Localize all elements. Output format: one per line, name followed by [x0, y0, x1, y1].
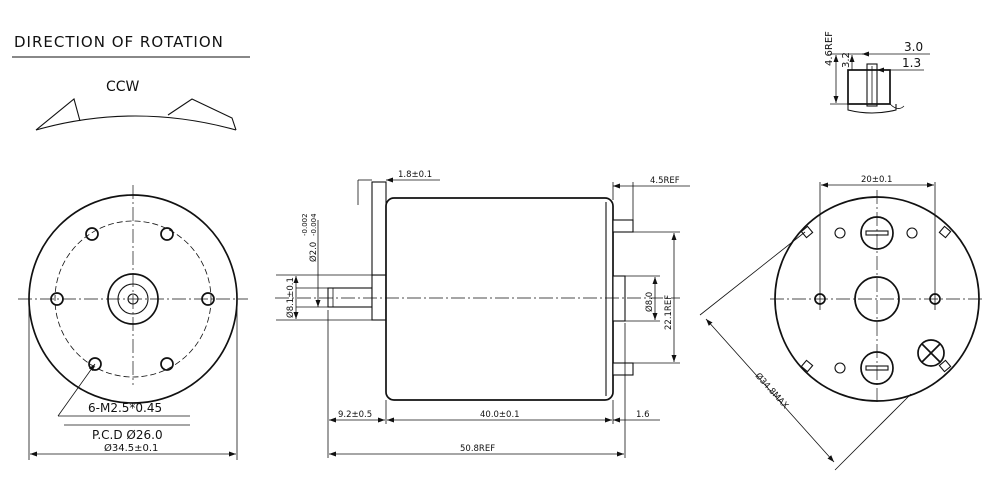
- detail-terminal-slot: [866, 63, 878, 107]
- side-overall-len-label: 50.8REF: [460, 444, 495, 454]
- rear-hole: [814, 293, 826, 305]
- rear-terminal-bottom: [860, 351, 894, 385]
- mount-hole: [201, 292, 215, 306]
- rear-max-dia-dim: [705, 318, 835, 463]
- front-pcd-label: P.C.D Ø26.0: [92, 428, 163, 442]
- rear-hole-span-label: 20±0.1: [861, 175, 892, 185]
- rear-max-dia-ext2: [834, 393, 912, 471]
- side-body-len-label: 40.0±0.1: [480, 410, 520, 420]
- side-shaft-len-label: 9.2±0.5: [338, 410, 372, 420]
- detail-width-label: 3.0: [904, 40, 923, 54]
- side-front-boss: [371, 274, 387, 321]
- rear-max-dia-label: Ø34.8MAX: [753, 371, 791, 412]
- detail-height-label: 3.2: [841, 52, 852, 68]
- side-terminal-ref-label: 4.5REF: [650, 176, 680, 186]
- rear-notch: [938, 225, 952, 239]
- side-shaft-tol-lower: -0.004: [310, 213, 318, 236]
- rear-terminal-top: [860, 216, 894, 250]
- rear-notch: [938, 359, 952, 373]
- rear-small-hole: [834, 362, 846, 374]
- rear-center-boss: [854, 276, 900, 322]
- rotation-arc: [35, 115, 237, 131]
- rotation-arrow-right-icon: [167, 98, 237, 131]
- rear-max-dia-ext1: [699, 231, 806, 316]
- rear-screw-slot: [921, 343, 941, 363]
- front-shaft: [127, 293, 139, 305]
- front-holes-label: 6-M2.5*0.45: [88, 401, 162, 415]
- side-rear-len-label: 1.6: [636, 410, 650, 420]
- rear-view: 20±0.1 Ø34.8MAX: [699, 175, 985, 471]
- detail-base: [847, 104, 897, 114]
- side-body: [385, 197, 614, 401]
- side-shaft-tol-upper: -0.002: [301, 213, 309, 236]
- mount-hole: [50, 292, 64, 306]
- mount-hole: [85, 227, 99, 241]
- side-rear-boss: [612, 275, 626, 322]
- side-flange-plate: [371, 181, 387, 276]
- detail-slot-label: 1.3: [902, 56, 921, 70]
- side-shaft-dia-prefix: Ø2.0: [308, 242, 319, 262]
- side-terminal-bottom: [612, 362, 634, 376]
- detail-height-ref-label: 4.6REF: [824, 31, 835, 66]
- terminal-detail: 4.6REF 3.2 3.0 1.3: [824, 31, 930, 114]
- side-view: 1.8±0.1 4.5REF Ø2.0 -0.002 -0.004 Ø8.1±0…: [275, 170, 690, 458]
- side-boss-label: Ø8.1±0.1: [285, 277, 296, 318]
- front-view: 6-M2.5*0.45 P.C.D Ø26.0 Ø34.5±0.1: [18, 185, 248, 460]
- rear-small-hole: [834, 227, 846, 239]
- holes-leader: [57, 363, 96, 417]
- rear-hole: [929, 293, 941, 305]
- rotation-direction-block: DIRECTION OF ROTATION CCW: [12, 33, 250, 131]
- detail-terminal-body: [847, 69, 891, 105]
- front-diameter-label: Ø34.5±0.1: [104, 442, 158, 454]
- mount-hole: [160, 357, 174, 371]
- front-boss-inner: [117, 283, 149, 315]
- side-terminal-top: [612, 219, 634, 233]
- side-terminal-span-label: 22.1REF: [664, 295, 674, 330]
- front-mount-holes: [50, 227, 215, 371]
- rear-terminal-slot: [865, 365, 889, 371]
- side-flange-label: 1.8±0.1: [398, 170, 432, 180]
- rear-terminal-slot: [865, 230, 889, 236]
- rotation-arrow-left-icon: [35, 98, 81, 131]
- front-boss-outer: [107, 273, 159, 325]
- rear-small-hole: [906, 227, 918, 239]
- rotation-heading: DIRECTION OF ROTATION: [14, 33, 224, 51]
- rear-notch: [800, 225, 814, 239]
- side-rear-boss-label: Ø8.0: [644, 292, 655, 312]
- rotation-direction-text: CCW: [106, 79, 140, 95]
- mount-hole: [160, 227, 174, 241]
- side-shaft: [327, 287, 373, 308]
- rear-screw: [917, 339, 945, 367]
- detail-curve: [889, 103, 905, 109]
